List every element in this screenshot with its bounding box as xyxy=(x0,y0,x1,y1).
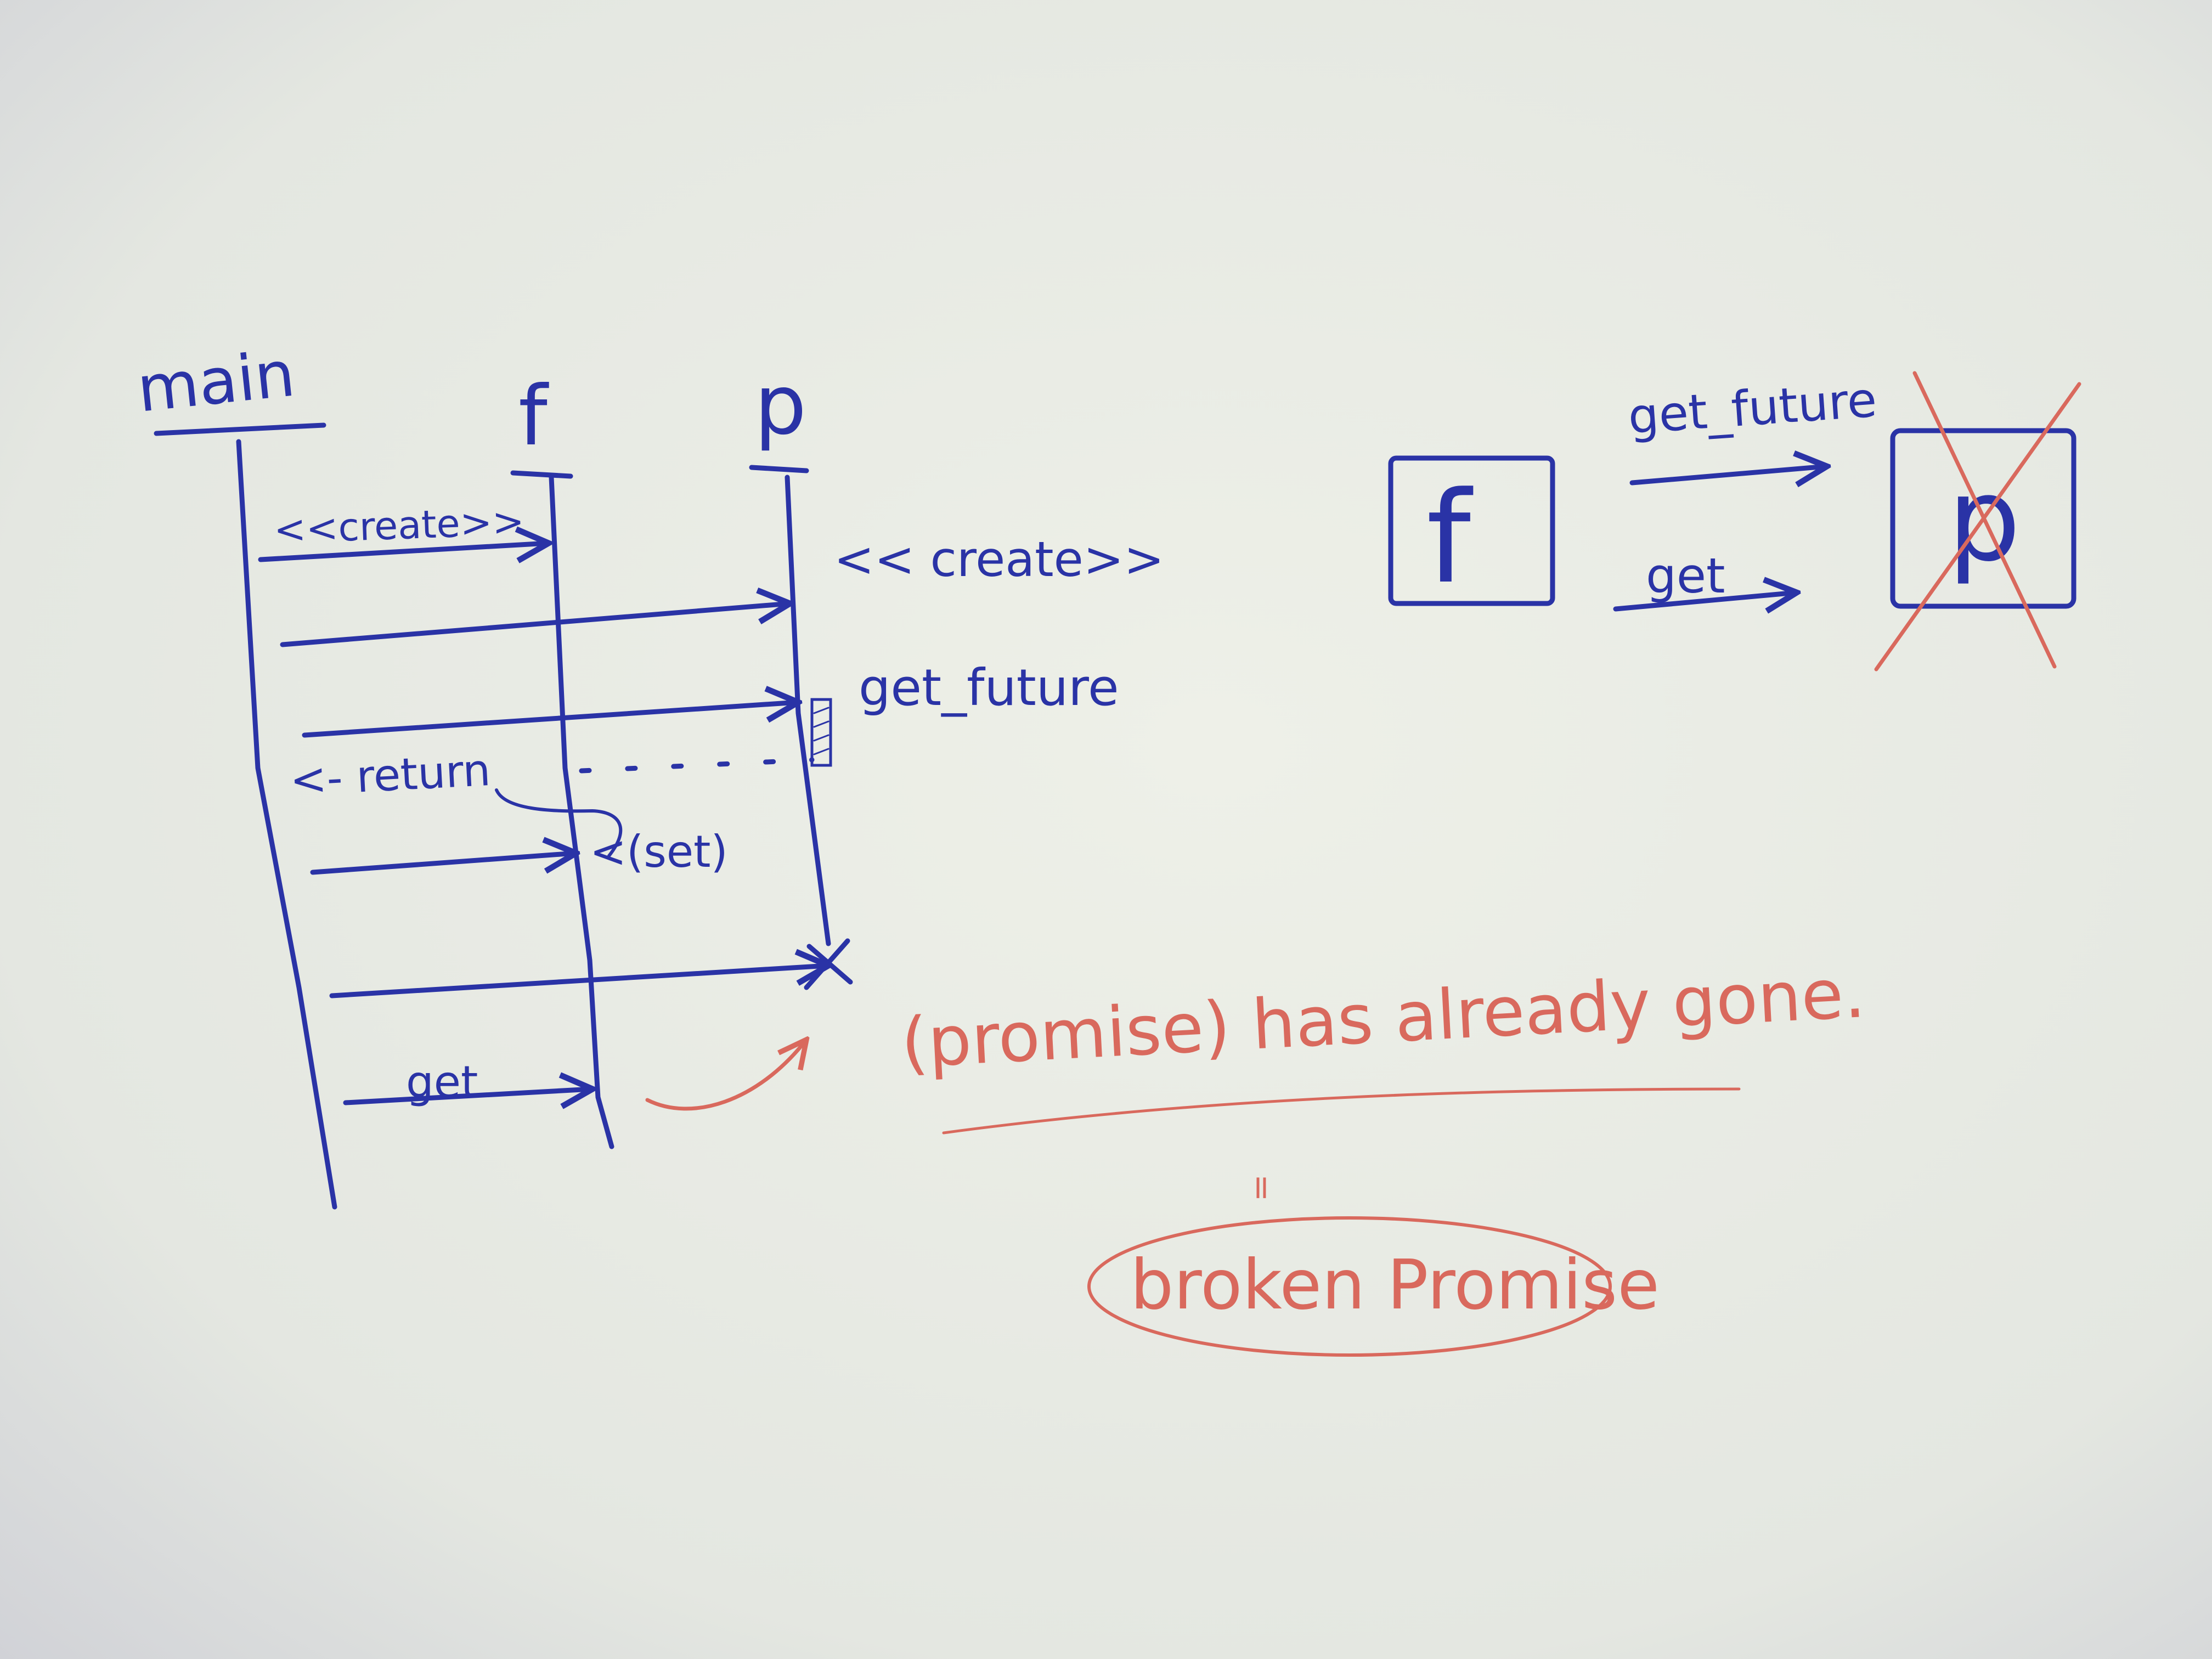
p-lifeline-underline xyxy=(749,465,809,473)
arrow-get xyxy=(343,1089,592,1103)
get-arrow xyxy=(1613,592,1797,609)
p-box xyxy=(1890,428,2076,609)
f-box-label: f xyxy=(1426,465,1474,612)
main-lifeline-underline xyxy=(154,422,326,436)
p-crossed-out xyxy=(1874,371,2081,672)
arrow-get-future xyxy=(302,702,798,738)
create-p-label: << create>> xyxy=(834,531,1164,588)
get-ownership-label: get xyxy=(1646,548,1725,604)
arrow-create-f xyxy=(258,543,549,560)
main-lifeline xyxy=(236,439,337,1210)
get-future-label: get_future xyxy=(859,658,1119,717)
red-underline xyxy=(942,1087,1741,1135)
main-label: main xyxy=(134,337,298,427)
get-future-arrow xyxy=(1629,466,1827,483)
p-label: p xyxy=(754,358,806,453)
red-curved-arrow xyxy=(645,1040,806,1111)
get-label: get xyxy=(406,1057,478,1108)
broken-promise-ellipse xyxy=(1087,1216,1612,1357)
equals-mark: = xyxy=(1243,1174,1281,1201)
f-box xyxy=(1388,455,1555,606)
p-activation-hatch xyxy=(813,707,830,755)
sequence-diagram xyxy=(154,422,853,1210)
p-activation-bar xyxy=(810,698,832,767)
create-f-label: <<create>> xyxy=(273,499,525,552)
arrow-create-p xyxy=(280,603,790,647)
ownership-diagram xyxy=(1388,428,2076,609)
broken-promise-label: broken Promise xyxy=(1130,1245,1660,1325)
set-label: <(set) xyxy=(590,826,728,877)
arrow-to-f xyxy=(310,853,576,875)
arrow-to-p-destroy xyxy=(329,966,828,998)
arrow-set-curl xyxy=(495,788,623,857)
return-label: <- return xyxy=(289,744,492,806)
red-annotations xyxy=(645,1040,1741,1357)
arrow-return xyxy=(579,757,815,774)
f-lifeline-underline xyxy=(510,470,573,479)
f-lifeline xyxy=(549,475,614,1149)
f-label: f xyxy=(518,369,549,464)
